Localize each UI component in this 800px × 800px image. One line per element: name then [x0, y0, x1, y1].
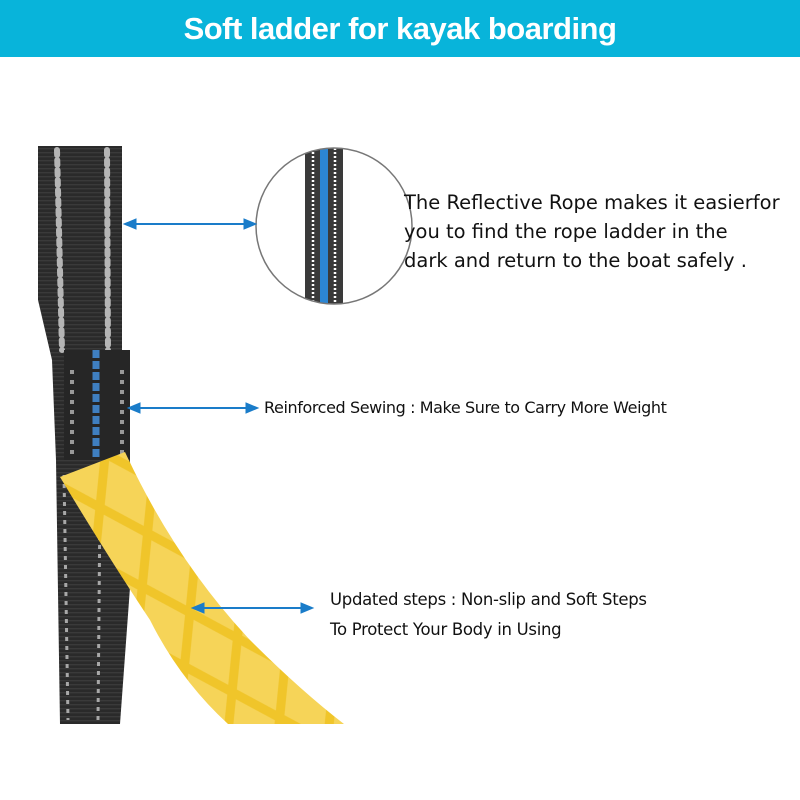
page-title: Soft ladder for kayak boarding	[183, 10, 617, 46]
callout-updated-steps: Updated steps : Non-slip and Soft Steps …	[330, 585, 647, 645]
callout-reflective-rope: The Reflective Rope makes it easierfor y…	[404, 188, 794, 275]
callout-reinforced-sewing: Reinforced Sewing : Make Sure to Carry M…	[264, 398, 667, 417]
callout-line: dark and return to the boat safely .	[404, 249, 747, 272]
callout-line: you to find the rope ladder in the	[404, 220, 728, 243]
callout-line: Updated steps : Non-slip and Soft Steps	[330, 590, 647, 609]
strap	[38, 146, 132, 724]
magnifier-lens	[255, 147, 413, 305]
title-banner: Soft ladder for kayak boarding	[0, 0, 800, 57]
callout-line: To Protect Your Body in Using	[330, 620, 562, 639]
yellow-step-sleeve	[60, 452, 344, 724]
callout-line: The Reflective Rope makes it easierfor	[404, 191, 780, 214]
arrow-reflective	[122, 218, 258, 230]
arrow-steps	[190, 602, 315, 614]
arrow-sewing	[126, 402, 260, 414]
